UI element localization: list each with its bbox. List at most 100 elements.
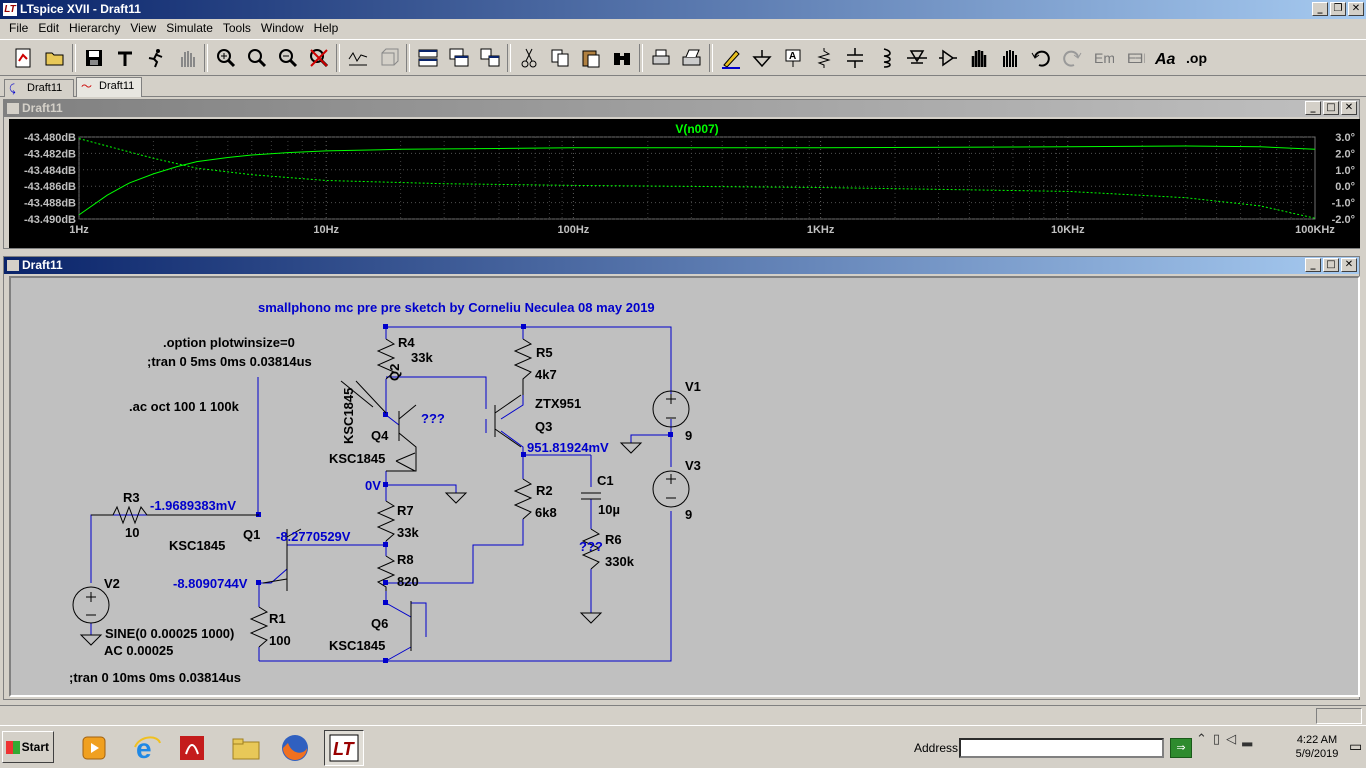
rotate-icon[interactable]: Em xyxy=(1087,42,1118,73)
v3-symbol[interactable] xyxy=(652,470,690,508)
r1-symbol[interactable] xyxy=(249,606,269,648)
capacitor-icon[interactable] xyxy=(839,42,870,73)
r2-value[interactable]: 6k8 xyxy=(535,505,557,520)
q4-model[interactable]: KSC1845 xyxy=(329,451,385,466)
r4-label[interactable]: R4 xyxy=(398,335,415,350)
q1-label[interactable]: Q1 xyxy=(243,527,260,542)
cut-icon[interactable] xyxy=(513,42,544,73)
menu-hierarchy[interactable]: Hierarchy xyxy=(69,21,121,35)
r2-label[interactable]: R2 xyxy=(536,483,553,498)
schematic-canvas[interactable]: smallphono mc pre pre sketch by Corneliu… xyxy=(9,276,1360,697)
ground-v2[interactable] xyxy=(79,634,103,646)
open-folder-icon[interactable] xyxy=(39,42,70,73)
network-icon[interactable]: ▂ xyxy=(1242,732,1259,747)
tab-schematic[interactable]: ⤹ Draft11 xyxy=(4,79,74,97)
r5-value[interactable]: 4k7 xyxy=(535,367,557,382)
ground-icon[interactable] xyxy=(746,42,777,73)
r8-value[interactable]: 820 xyxy=(397,574,419,589)
option-directive[interactable]: .option plotwinsize=0 xyxy=(163,335,295,350)
q6-label[interactable]: Q6 xyxy=(371,616,388,631)
zoom-out-icon[interactable] xyxy=(272,42,303,73)
file-explorer-icon[interactable] xyxy=(226,730,266,766)
voltage-q1-collector[interactable]: -8.2770529V xyxy=(276,529,351,544)
r3-label[interactable]: R3 xyxy=(123,490,140,505)
voltage-unknown-q4[interactable]: ??? xyxy=(421,411,445,426)
waveform-close-button[interactable]: ✕ xyxy=(1341,101,1357,115)
r5-symbol[interactable] xyxy=(513,338,533,395)
title-directive[interactable]: smallphono mc pre pre sketch by Corneliu… xyxy=(258,300,655,315)
menu-edit[interactable]: Edit xyxy=(38,21,60,35)
q3-model[interactable]: ZTX951 xyxy=(535,396,581,411)
cascade-icon[interactable] xyxy=(443,42,474,73)
drag-hand-icon[interactable] xyxy=(994,42,1025,73)
minimize-button[interactable]: _ xyxy=(1312,2,1328,16)
r3-symbol[interactable] xyxy=(91,505,259,525)
internet-explorer-icon[interactable]: e xyxy=(127,730,167,766)
r7-value[interactable]: 33k xyxy=(397,525,419,540)
phase-trace[interactable] xyxy=(78,138,1316,219)
wire-q3-c[interactable] xyxy=(500,395,524,420)
control-panel-icon[interactable] xyxy=(109,42,140,73)
ground-q4[interactable] xyxy=(444,492,468,504)
r8-label[interactable]: R8 xyxy=(397,552,414,567)
wire-gnd-mid[interactable] xyxy=(630,434,671,443)
v1-symbol[interactable] xyxy=(652,390,690,428)
voltage-q1-emitter[interactable]: -8.8090744V xyxy=(173,576,248,591)
r4-value[interactable]: 33k xyxy=(411,350,433,365)
r2-symbol[interactable] xyxy=(513,478,533,520)
tile-vertical-icon[interactable] xyxy=(474,42,505,73)
v1-value[interactable]: 9 xyxy=(685,428,692,443)
save-icon[interactable] xyxy=(78,42,109,73)
r5-label[interactable]: R5 xyxy=(536,345,553,360)
q3-label[interactable]: Q3 xyxy=(535,419,552,434)
magnitude-trace[interactable] xyxy=(78,145,1316,216)
new-schematic-icon[interactable] xyxy=(8,42,39,73)
wire-q6[interactable] xyxy=(385,591,427,662)
autoscale-icon[interactable] xyxy=(342,42,373,73)
resistor-icon[interactable] xyxy=(808,42,839,73)
media-player-icon[interactable] xyxy=(74,730,114,766)
zoom-cancel-icon[interactable] xyxy=(303,42,334,73)
r4-symbol[interactable] xyxy=(376,338,396,380)
schematic-close-button[interactable]: ✕ xyxy=(1341,258,1357,272)
spice-directive-icon[interactable]: .op xyxy=(1180,42,1211,73)
menu-view[interactable]: View xyxy=(130,21,157,35)
draw-wire-pencil-icon[interactable] xyxy=(715,42,746,73)
trace-label[interactable]: V(n007) xyxy=(675,122,718,136)
v2-label[interactable]: V2 xyxy=(104,576,120,591)
r6-label[interactable]: R6 xyxy=(605,532,622,547)
menu-tools[interactable]: Tools xyxy=(222,21,251,35)
c1-value[interactable]: 10µ xyxy=(598,502,620,517)
start-button[interactable]: Start xyxy=(2,731,54,763)
q2-model[interactable]: KSC1845 xyxy=(341,388,356,444)
inductor-icon[interactable] xyxy=(870,42,901,73)
halt-hand-icon[interactable] xyxy=(171,42,202,73)
menu-help[interactable]: Help xyxy=(313,21,339,35)
move-hand-icon[interactable] xyxy=(963,42,994,73)
zoom-in-icon[interactable] xyxy=(210,42,241,73)
v3-label[interactable]: V3 xyxy=(685,458,701,473)
restore-button[interactable]: ❐ xyxy=(1330,2,1346,16)
ground-mid[interactable] xyxy=(619,442,643,454)
mirror-icon[interactable]: EƎE xyxy=(1118,42,1149,73)
tray-device-icon[interactable]: ▯ xyxy=(1212,732,1227,747)
ltspice-taskbar-icon[interactable]: LT xyxy=(324,730,364,766)
run-icon[interactable] xyxy=(140,42,171,73)
r1-label[interactable]: R1 xyxy=(269,611,286,626)
q4-emitter[interactable] xyxy=(395,452,416,472)
voltage-q3-emitter[interactable]: 951.81924mV xyxy=(527,440,609,455)
waveform-maximize-button[interactable]: □ xyxy=(1323,101,1339,115)
waveform-minimize-button[interactable]: _ xyxy=(1305,101,1321,115)
wire-q4-base[interactable] xyxy=(385,414,400,426)
q4-label[interactable]: Q4 xyxy=(371,428,389,443)
tile-horizontal-icon[interactable] xyxy=(412,42,443,73)
v2-symbol[interactable] xyxy=(72,586,110,624)
wire-gnd-q4[interactable] xyxy=(386,484,457,493)
component-icon[interactable] xyxy=(932,42,963,73)
schematic-maximize-button[interactable]: □ xyxy=(1323,258,1339,272)
v3-value[interactable]: 9 xyxy=(685,507,692,522)
view-3d-icon[interactable] xyxy=(373,42,404,73)
tran-directive-1[interactable]: ;tran 0 5ms 0ms 0.03814us xyxy=(147,354,312,369)
address-input[interactable] xyxy=(959,738,1164,758)
